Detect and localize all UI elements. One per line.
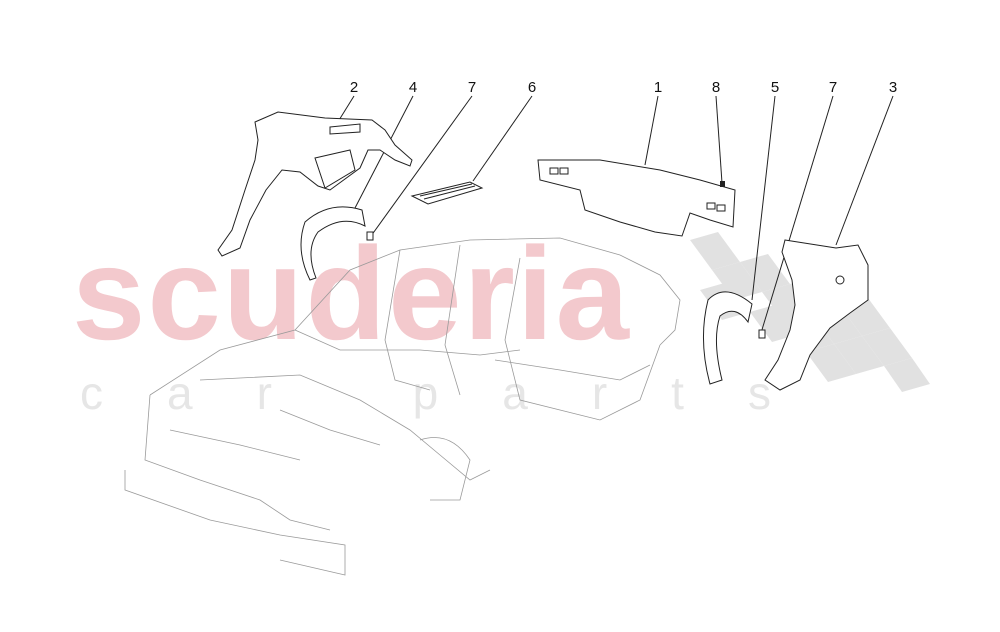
part-1-rear-crossmember [537,159,736,237]
callout-5: 5 [770,79,780,96]
part-5-right-wheelhouse-liner [703,291,753,385]
callout-4: 4 [408,79,418,96]
callout-1: 1 [653,79,663,96]
car-body-shell [124,237,681,576]
part-3-right-rear-side-panel [764,239,869,391]
part-8-fastener [720,181,725,187]
part-7-clip-left [366,231,374,241]
watermark-car-parts: car parts [80,367,835,419]
callout-2: 2 [349,79,359,96]
part-7-clip-right [758,329,766,339]
callout-6: 6 [527,79,537,96]
callout-3: 3 [888,79,898,96]
callout-8: 8 [711,79,721,96]
callout-7-left: 7 [467,79,477,96]
part-6-panel-plate [410,181,484,205]
callout-7-right: 7 [828,79,838,96]
part-4-left-wheelhouse-liner [300,206,366,281]
part-2-left-rear-side-panel [217,111,413,257]
watermark-scuderia: scuderia [72,220,631,367]
